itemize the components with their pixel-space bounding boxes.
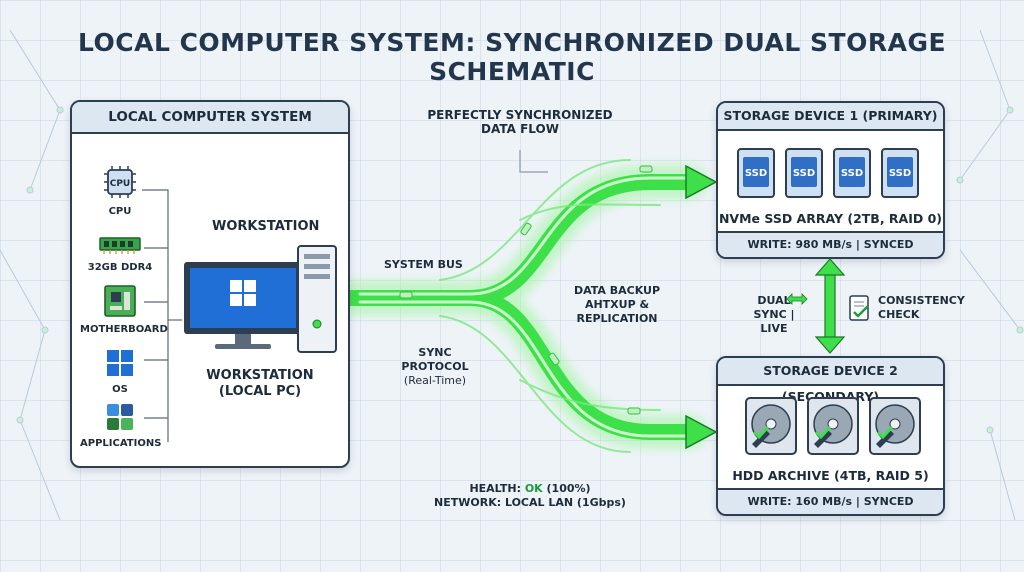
motherboard-icon — [104, 285, 136, 317]
component-os: OS — [80, 348, 160, 395]
consistency-check-label: CONSISTENCY CHECK — [878, 294, 965, 321]
motherboard-label: MOTHERBOARD — [80, 324, 168, 335]
ssd-icon: SSD — [785, 148, 823, 198]
svg-text:SSD: SSD — [889, 168, 911, 179]
network-status: NETWORK: LOCAL LAN (1Gbps) — [434, 496, 626, 509]
svg-text:SSD: SSD — [745, 168, 767, 179]
consistency-check-icon — [849, 295, 869, 321]
ssd-icon: SSD — [881, 148, 919, 198]
component-connector-lines — [142, 189, 182, 442]
bidirectional-arrow-icon — [786, 293, 808, 305]
workstation-icon — [184, 245, 337, 353]
sync-protocol-label: SYNC PROTOCOL (Real-Time) — [401, 346, 469, 387]
component-cpu: CPU CPU — [80, 164, 160, 217]
storage-1-status: WRITE: 980 MB/s | SYNCED — [718, 231, 943, 257]
storage-device-2-panel: STORAGE DEVICE 2 (SECONDARY) HDD ARCHIVE… — [716, 356, 945, 516]
dual-sync-arrow — [814, 258, 846, 354]
hdd-icon — [745, 397, 797, 455]
svg-text:SSD: SSD — [793, 168, 815, 179]
hdd-icon — [807, 397, 859, 455]
hdd-array — [744, 396, 924, 458]
workstation-caption: WORKSTATION (LOCAL PC) — [206, 368, 314, 399]
ssd-icon: SSD — [737, 148, 775, 198]
apps-icon — [107, 404, 133, 430]
component-applications: APPLICATIONS — [80, 402, 162, 449]
svg-text:CPU: CPU — [110, 179, 131, 189]
local-system-header: LOCAL COMPUTER SYSTEM — [72, 102, 348, 134]
hdd-icon — [869, 397, 921, 455]
ssd-icon: SSD — [833, 148, 871, 198]
arrowhead-primary — [685, 164, 718, 200]
storage-2-status: WRITE: 160 MB/s | SYNCED — [718, 488, 943, 514]
ram-icon — [99, 237, 141, 254]
storage-1-header: STORAGE DEVICE 1 (PRIMARY) — [718, 103, 943, 131]
page-title: LOCAL COMPUTER SYSTEM: SYNCHRONIZED DUAL… — [77, 28, 947, 86]
storage-device-1-panel: STORAGE DEVICE 1 (PRIMARY) SSD SSD SSD S… — [716, 101, 945, 259]
svg-text:SSD: SSD — [841, 168, 863, 179]
system-bus-label: SYSTEM BUS — [384, 258, 463, 271]
data-backup-label: DATA BACKUP AHTXUP & REPLICATION — [573, 284, 661, 325]
data-flow-label: PERFECTLY SYNCHRONIZED DATA FLOW — [427, 108, 613, 136]
component-motherboard: MOTHERBOARD — [80, 284, 168, 335]
storage-2-title: HDD ARCHIVE (4TB, RAID 5) — [732, 468, 929, 483]
workstation-heading: WORKSTATION — [212, 219, 320, 234]
windows-icon — [107, 350, 133, 376]
os-label: OS — [112, 384, 128, 395]
flow-label-pointer — [519, 150, 548, 173]
local-computer-system-panel: LOCAL COMPUTER SYSTEM CPU CPU — [70, 100, 350, 468]
applications-label: APPLICATIONS — [80, 438, 162, 449]
dual-sync-label: DUAL SYNC | LIVE — [753, 294, 795, 335]
flow-path-secondary — [338, 290, 698, 440]
component-ram: 32GB DDR4 — [80, 234, 160, 273]
cpu-label: CPU — [108, 206, 132, 217]
ssd-array: SSD SSD SSD SSD — [736, 147, 936, 203]
health-status: HEALTH: OK (100%) NETWORK: LOCAL LAN (1G… — [420, 482, 640, 510]
storage-2-header: STORAGE DEVICE 2 (SECONDARY) — [718, 358, 943, 404]
arrowhead-secondary — [685, 414, 718, 450]
health-ok-value: OK — [524, 482, 543, 495]
cpu-icon: CPU — [104, 166, 136, 198]
storage-1-title: NVMe SSD ARRAY (2TB, RAID 0) — [718, 211, 943, 226]
ram-label: 32GB DDR4 — [87, 262, 153, 273]
